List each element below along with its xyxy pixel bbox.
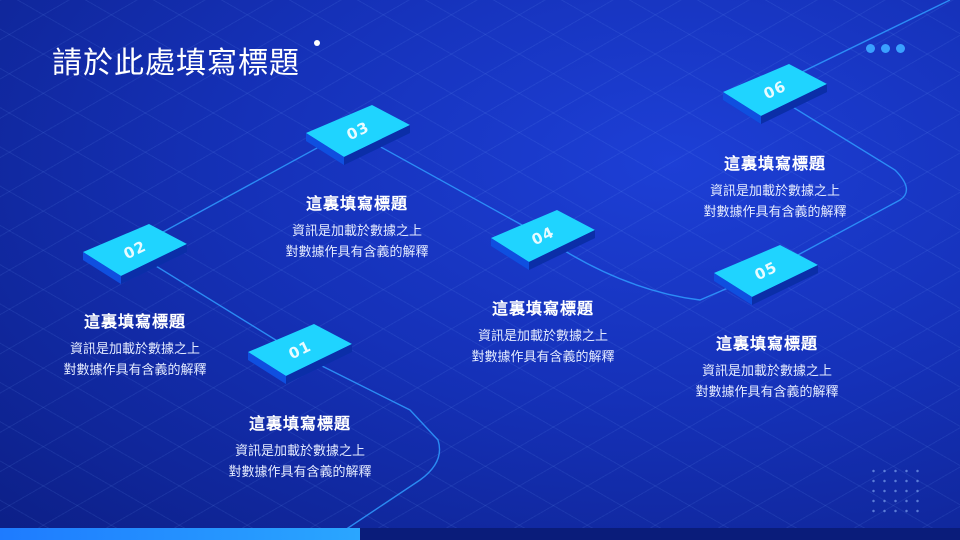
step-block-02: 這裏填寫標題 資訊是加載於數據之上 對數據作具有含義的解釋 [40,308,230,381]
step-line-2: 對數據作具有含義的解釋 [471,350,615,365]
tile-shape [723,64,827,124]
step-line-1: 資訊是加載於數據之上 [69,342,200,357]
tile-shape [248,324,352,384]
step-line-2: 對數據作具有含義的解釋 [695,385,839,400]
step-tile-05: 05 [706,243,826,323]
step-tile-01: 01 [240,322,360,402]
step-line-1: 資訊是加載於數據之上 [234,444,365,459]
step-tile-02: 02 [75,222,195,302]
bottom-bar-accent [0,528,360,540]
decorative-dots [866,44,905,53]
dot-matrix-decoration [868,466,922,518]
step-heading: 這裏填寫標題 [305,194,408,213]
page-title: 請於此處填寫標題 [52,46,300,81]
step-tile-04: 04 [483,208,603,288]
step-line-1: 資訊是加載於數據之上 [701,364,832,379]
step-line-2: 對數據作具有含義的解釋 [63,363,207,378]
step-heading: 這裏填寫標題 [723,154,826,173]
step-block-03: 這裏填寫標題 資訊是加載於數據之上 對數據作具有含義的解釋 [262,190,452,263]
step-line-2: 對數據作具有含義的解釋 [285,245,429,260]
step-heading: 這裏填寫標題 [248,414,351,433]
step-block-01: 這裏填寫標題 資訊是加載於數據之上 對數據作具有含義的解釋 [205,410,395,483]
step-line-1: 資訊是加載於數據之上 [477,329,608,344]
step-tile-06: 06 [715,62,835,142]
step-heading: 這裏填寫標題 [491,299,594,318]
title-dot [314,40,320,46]
tile-shape [714,245,818,305]
step-line-1: 資訊是加載於數據之上 [709,184,840,199]
step-heading: 這裏填寫標題 [715,334,818,353]
step-tile-03: 03 [298,103,418,183]
step-block-06: 這裏填寫標題 資訊是加載於數據之上 對數據作具有含義的解釋 [680,150,870,223]
step-line-2: 對數據作具有含義的解釋 [228,465,372,480]
tile-shape [83,224,187,284]
tile-shape [491,210,595,270]
step-block-04: 這裏填寫標題 資訊是加載於數據之上 對數據作具有含義的解釋 [448,295,638,368]
tile-shape [306,105,410,165]
step-line-2: 對數據作具有含義的解釋 [703,205,847,220]
step-heading: 這裏填寫標題 [83,312,186,331]
step-block-05: 這裏填寫標題 資訊是加載於數據之上 對數據作具有含義的解釋 [672,330,862,403]
step-line-1: 資訊是加載於數據之上 [291,224,422,239]
